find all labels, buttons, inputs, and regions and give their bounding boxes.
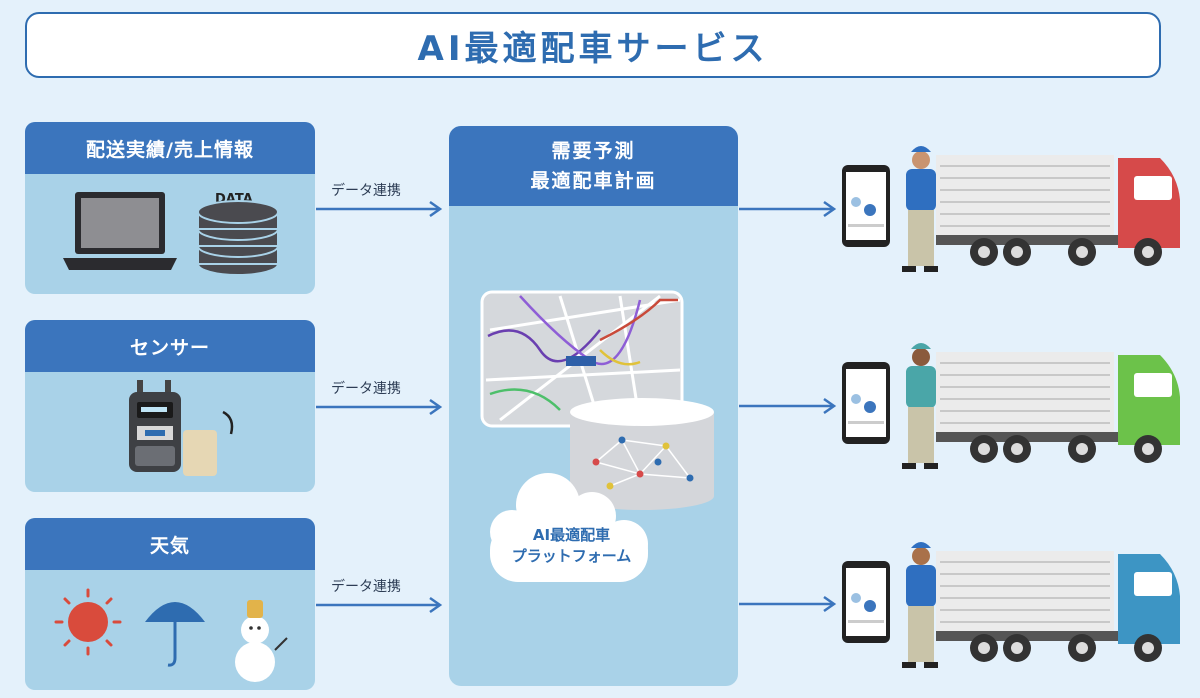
- source-heading: 配送実績/売上情報: [25, 122, 315, 174]
- route-map-image: [480, 290, 684, 428]
- truck-icon: [936, 352, 1180, 463]
- connector-label: データ連携: [331, 579, 401, 595]
- database-icon: [197, 200, 279, 276]
- driver-person-icon: [902, 146, 938, 272]
- platform-label-line1: AI最適配車: [532, 526, 611, 544]
- center-heading-line1: 需要予測: [551, 140, 636, 162]
- truck-icon: [936, 551, 1180, 662]
- truck-row-3: [842, 542, 1180, 668]
- source-card-sales: 配送実績/売上情報 DATA: [25, 122, 315, 294]
- connector-label: データ連携: [331, 183, 401, 199]
- source-card-weather: 天気: [25, 518, 315, 690]
- center-heading-line2: 最適配車計画: [530, 170, 657, 192]
- platform-label-line2: プラットフォーム: [511, 547, 632, 565]
- smartphone-icon: [842, 561, 890, 643]
- page-title: AI最適配車サービス: [25, 12, 1161, 78]
- smartphone-icon: [842, 165, 890, 247]
- cloud-shape: [490, 473, 648, 582]
- connector-label: データ連携: [331, 381, 401, 397]
- source-heading: センサー: [25, 320, 315, 372]
- center-heading: 需要予測 最適配車計画: [449, 126, 738, 206]
- truck-row-1: [842, 146, 1180, 272]
- driver-person-icon: [902, 542, 938, 668]
- source-card-sensor: センサー: [25, 320, 315, 492]
- sensor-device-icon: [129, 380, 234, 476]
- platform-label: AI最適配車 プラットフォーム: [494, 525, 649, 567]
- ai-database-icon: [570, 398, 714, 510]
- truck-row-2: [842, 343, 1180, 469]
- weather-icons: [54, 588, 288, 682]
- sun-icon: [54, 588, 122, 656]
- truck-icon: [936, 155, 1180, 266]
- umbrella-icon: [145, 602, 205, 667]
- laptop-icon: [63, 192, 177, 270]
- source-heading: 天気: [25, 518, 315, 570]
- snowman-icon: [235, 600, 288, 682]
- driver-person-icon: [902, 343, 938, 469]
- smartphone-icon: [842, 362, 890, 444]
